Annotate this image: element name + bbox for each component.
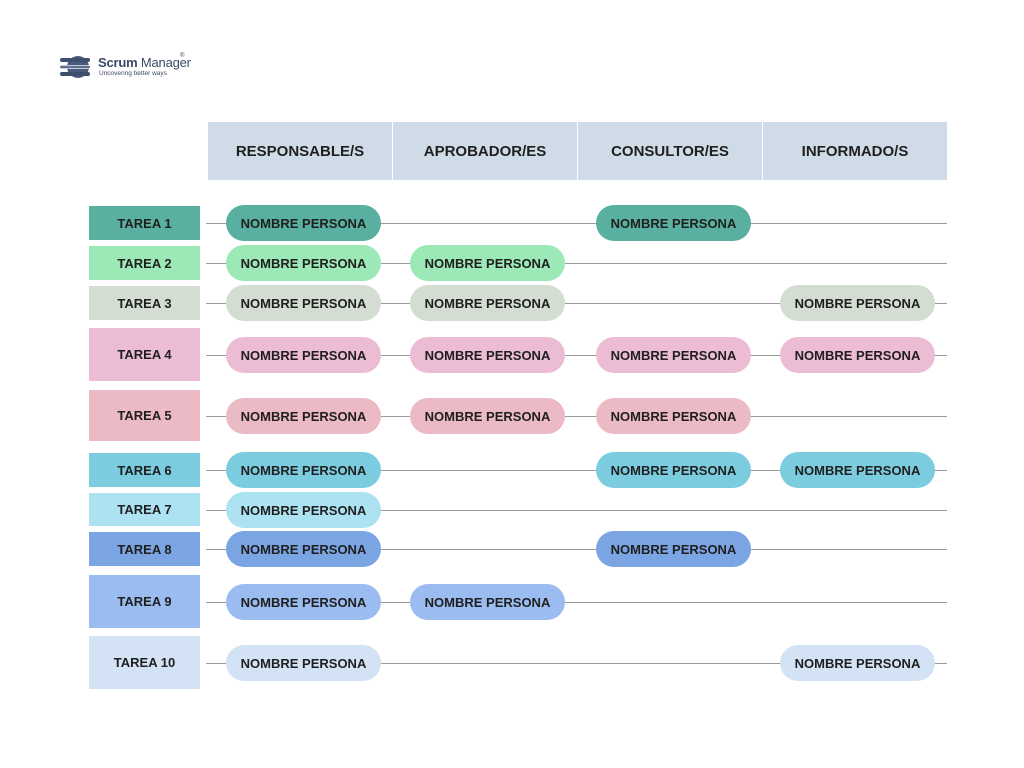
person-pill: NOMBRE PERSONA	[596, 337, 751, 373]
person-pill: NOMBRE PERSONA	[596, 531, 751, 567]
person-pill: NOMBRE PERSONA	[226, 337, 381, 373]
person-pill: NOMBRE PERSONA	[780, 452, 935, 488]
person-pill: NOMBRE PERSONA	[410, 398, 565, 434]
column-header-informado-s: INFORMADO/S	[763, 122, 947, 180]
person-pill: NOMBRE PERSONA	[596, 205, 751, 241]
task-label-3: TAREA 3	[89, 286, 200, 320]
logo-tagline: Uncovering better ways	[99, 70, 167, 77]
person-pill: NOMBRE PERSONA	[226, 492, 381, 528]
person-pill: NOMBRE PERSONA	[780, 337, 935, 373]
task-label-6: TAREA 6	[89, 453, 200, 487]
person-pill: NOMBRE PERSONA	[780, 285, 935, 321]
person-pill: NOMBRE PERSONA	[226, 584, 381, 620]
person-pill: NOMBRE PERSONA	[226, 645, 381, 681]
task-label-5: TAREA 5	[89, 390, 200, 441]
person-pill: NOMBRE PERSONA	[410, 245, 565, 281]
person-pill: NOMBRE PERSONA	[596, 398, 751, 434]
task-label-9: TAREA 9	[89, 575, 200, 628]
column-header-responsable-s: RESPONSABLE/S	[208, 122, 392, 180]
row-connector-line	[206, 602, 947, 603]
row-connector-line	[206, 510, 947, 511]
scrum-manager-logo: Scrum Manager ® Uncovering better ways	[58, 52, 198, 86]
person-pill: NOMBRE PERSONA	[226, 452, 381, 488]
task-label-8: TAREA 8	[89, 532, 200, 566]
scrum-manager-logo-icon	[58, 56, 92, 78]
logo-registered-mark: ®	[180, 53, 185, 59]
column-header-aprobador-es: APROBADOR/ES	[393, 122, 577, 180]
task-label-4: TAREA 4	[89, 328, 200, 381]
row-connector-line	[206, 663, 947, 664]
person-pill: NOMBRE PERSONA	[410, 337, 565, 373]
logo-brand-name: Scrum Manager	[98, 55, 191, 70]
row-connector-line	[206, 303, 947, 304]
row-connector-line	[206, 223, 947, 224]
task-label-1: TAREA 1	[89, 206, 200, 240]
task-label-2: TAREA 2	[89, 246, 200, 280]
task-label-10: TAREA 10	[89, 636, 200, 689]
person-pill: NOMBRE PERSONA	[226, 285, 381, 321]
person-pill: NOMBRE PERSONA	[226, 531, 381, 567]
person-pill: NOMBRE PERSONA	[410, 285, 565, 321]
person-pill: NOMBRE PERSONA	[226, 398, 381, 434]
column-header-consultor-es: CONSULTOR/ES	[578, 122, 762, 180]
person-pill: NOMBRE PERSONA	[410, 584, 565, 620]
row-connector-line	[206, 416, 947, 417]
task-label-7: TAREA 7	[89, 493, 200, 526]
person-pill: NOMBRE PERSONA	[226, 245, 381, 281]
row-connector-line	[206, 263, 947, 264]
row-connector-line	[206, 355, 947, 356]
person-pill: NOMBRE PERSONA	[596, 452, 751, 488]
row-connector-line	[206, 470, 947, 471]
person-pill: NOMBRE PERSONA	[780, 645, 935, 681]
row-connector-line	[206, 549, 947, 550]
person-pill: NOMBRE PERSONA	[226, 205, 381, 241]
